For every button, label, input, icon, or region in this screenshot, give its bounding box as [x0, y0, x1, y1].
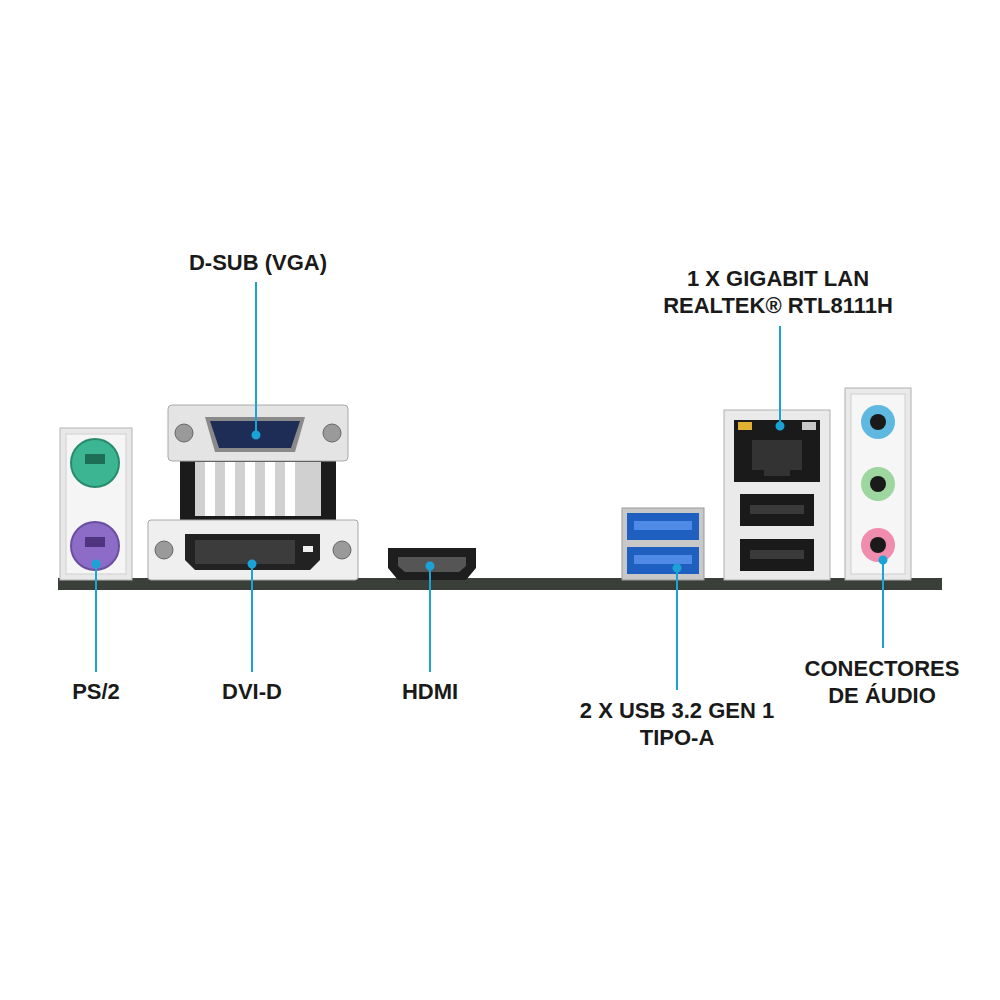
ps2-port — [60, 428, 132, 580]
vga-port — [168, 405, 348, 523]
usb-blue-ports — [622, 508, 704, 580]
lan-usb-stack — [724, 410, 830, 580]
port-label: DVI-D — [222, 678, 282, 705]
audio-jacks — [845, 388, 911, 580]
hdmi-port — [388, 548, 476, 580]
port-label: D-SUB (VGA) — [189, 249, 327, 276]
port-label: HDMI — [402, 678, 458, 705]
port-label: 2 X USB 3.2 GEN 1 TIPO-A — [565, 697, 790, 751]
port-label: CONECTORES DE ÁUDIO — [795, 655, 970, 709]
leader-lines — [93, 282, 887, 690]
port-label: 1 X GIGABIT LAN REALTEK® RTL8111H — [653, 265, 903, 319]
port-label: PS/2 — [72, 678, 120, 705]
